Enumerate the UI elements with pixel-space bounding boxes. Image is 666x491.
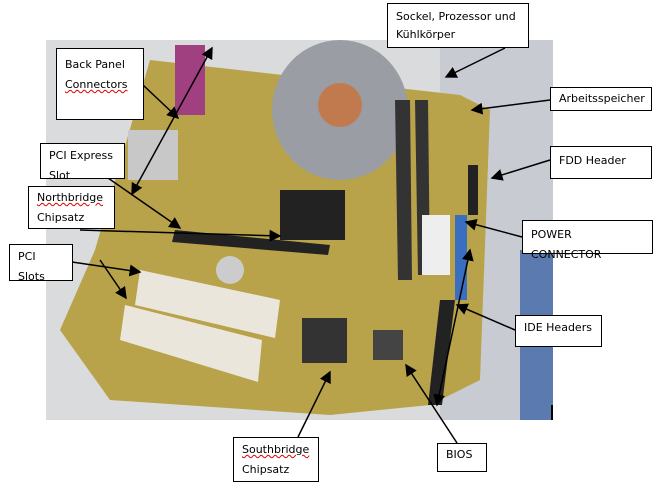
label-power: POWER CONNECTOR: [522, 220, 653, 261]
pci-slot-2: [120, 305, 262, 382]
southbridge-chip: [302, 318, 347, 363]
label-ide: IDE Headers: [515, 315, 602, 347]
label-fdd-text: FDD Header: [559, 154, 626, 167]
parallel-port: [175, 45, 205, 115]
label-southbridge-line2: Chipsatz: [242, 463, 290, 476]
ram-slot-1: [395, 100, 412, 280]
label-northbridge-line2: Chipsatz: [37, 211, 85, 224]
label-ram: Arbeitsspeicher: [550, 87, 652, 111]
label-back-panel-line2: Connectors: [65, 78, 128, 91]
label-bios: BIOS: [437, 443, 487, 472]
bios-chip: [373, 330, 403, 360]
ide-header-blue: [455, 215, 467, 300]
label-pcie-line1: PCI Express: [49, 149, 114, 162]
label-pci-text: PCI Slots: [18, 250, 45, 283]
label-socket: Sockel, Prozessor und Kühlkörper: [387, 3, 529, 48]
usb-ports: [128, 130, 178, 180]
power-connector: [422, 215, 450, 275]
northbridge-heatsink: [280, 190, 345, 240]
pci-slot-1: [135, 270, 280, 338]
label-northbridge-line1: Northbridge: [37, 191, 104, 204]
label-back-panel-line1: Back Panel: [65, 58, 125, 71]
label-ram-text: Arbeitsspeicher: [559, 92, 645, 105]
fdd-header: [468, 165, 478, 215]
label-bios-text: BIOS: [446, 448, 473, 461]
label-ide-text: IDE Headers: [524, 321, 592, 334]
cmos-battery: [216, 256, 244, 284]
label-southbridge-line1: Southbridge: [242, 443, 310, 456]
label-socket-text: Sockel, Prozessor und Kühlkörper: [396, 10, 516, 41]
label-pci: PCI Slots: [9, 244, 73, 283]
label-pcie-line2: Slot: [49, 169, 71, 179]
label-fdd: FDD Header: [550, 146, 652, 179]
label-power-text: POWER CONNECTOR: [531, 228, 602, 261]
